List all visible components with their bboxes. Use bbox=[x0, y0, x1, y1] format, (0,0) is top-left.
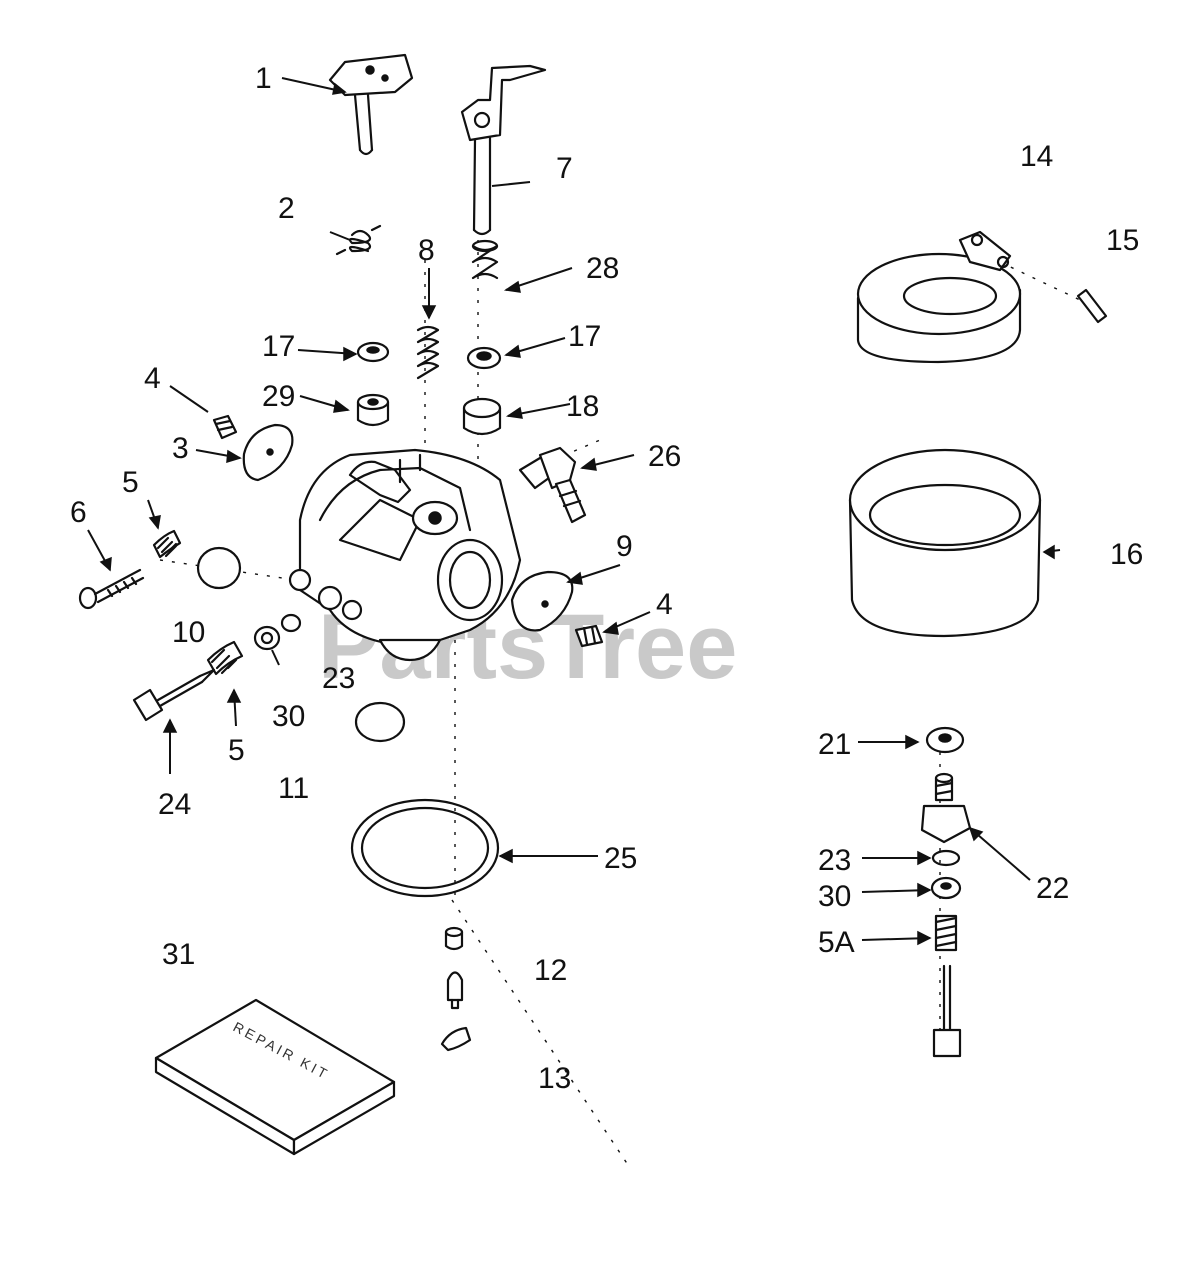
callout-17-right: 17 bbox=[568, 320, 601, 353]
part-repair-kit: REPAIR KIT bbox=[154, 998, 396, 1156]
part-float bbox=[856, 230, 1022, 364]
part-washer-30-right bbox=[930, 876, 962, 900]
part-shaft-seal-left bbox=[356, 341, 390, 363]
part-throttle-shaft bbox=[328, 53, 414, 156]
part-bushing bbox=[356, 393, 390, 427]
callout-14: 14 bbox=[1020, 140, 1053, 173]
callout-10: 10 bbox=[172, 616, 205, 649]
callout-11: 11 bbox=[278, 772, 309, 805]
callout-2: 2 bbox=[278, 192, 295, 225]
callout-9: 9 bbox=[616, 530, 633, 563]
callout-23-right: 23 bbox=[818, 844, 851, 877]
part-throttle-plate bbox=[242, 423, 294, 482]
part-choke-plate bbox=[510, 570, 574, 632]
part-needle-valve bbox=[132, 668, 216, 722]
callout-5-upper: 5 bbox=[122, 466, 139, 499]
part-washer-30 bbox=[253, 625, 281, 651]
callout-6: 6 bbox=[70, 496, 87, 529]
part-adjust-spring-lower bbox=[206, 640, 244, 676]
part-throttle-spring bbox=[335, 224, 382, 256]
part-welch-plug-10 bbox=[196, 546, 242, 590]
callout-8: 8 bbox=[418, 234, 435, 267]
part-needle-clip bbox=[440, 1026, 472, 1052]
part-spring-5a bbox=[934, 914, 958, 952]
callout-28: 28 bbox=[586, 252, 619, 285]
callout-3: 3 bbox=[172, 432, 189, 465]
part-choke-bushing bbox=[462, 397, 502, 436]
part-idle-spring bbox=[416, 325, 440, 380]
callout-1: 1 bbox=[255, 62, 272, 95]
part-plate-screw-top bbox=[212, 414, 238, 440]
part-inlet-needle-seat bbox=[444, 926, 464, 951]
part-float-bowl bbox=[848, 448, 1042, 638]
callout-numbers: 1 2 3 4 4 5 5 5A 6 7 8 9 10 11 12 13 14 … bbox=[70, 62, 1143, 1095]
callout-5-lower: 5 bbox=[228, 734, 245, 767]
callout-23-body: 23 bbox=[322, 662, 355, 695]
part-choke-shaft bbox=[460, 64, 547, 236]
callout-18: 18 bbox=[566, 390, 599, 423]
callout-12: 12 bbox=[534, 954, 567, 987]
callout-25: 25 bbox=[604, 842, 637, 875]
callout-13: 13 bbox=[538, 1062, 571, 1095]
part-shaft-seal-right bbox=[466, 346, 502, 370]
callout-4-lower: 4 bbox=[656, 588, 673, 621]
callout-5a: 5A bbox=[818, 926, 855, 959]
callout-30-body: 30 bbox=[272, 700, 305, 733]
part-nut-21 bbox=[925, 726, 965, 754]
part-bowl-gasket bbox=[350, 798, 500, 898]
callout-21: 21 bbox=[818, 728, 851, 761]
callout-29: 29 bbox=[262, 380, 295, 413]
part-float-pin bbox=[1076, 288, 1108, 324]
part-welch-plug-11 bbox=[354, 701, 406, 743]
callout-31: 31 bbox=[162, 938, 195, 971]
part-carburetor-body bbox=[288, 448, 522, 662]
part-plate-screw-right bbox=[574, 624, 604, 648]
callout-30-right: 30 bbox=[818, 880, 851, 913]
part-choke-spring bbox=[471, 239, 499, 280]
callout-24: 24 bbox=[158, 788, 191, 821]
callout-22: 22 bbox=[1036, 872, 1069, 905]
part-fuel-fitting bbox=[518, 446, 587, 524]
callout-7: 7 bbox=[556, 152, 573, 185]
callout-16: 16 bbox=[1110, 538, 1143, 571]
part-idle-screw bbox=[78, 568, 145, 610]
part-bowl-nut-22 bbox=[920, 772, 972, 844]
callout-17-left: 17 bbox=[262, 330, 295, 363]
callout-26: 26 bbox=[648, 440, 681, 473]
part-o-ring-23-right bbox=[931, 849, 961, 867]
part-o-ring-23 bbox=[280, 613, 302, 633]
callout-15: 15 bbox=[1106, 224, 1139, 257]
part-adjust-spring-upper bbox=[152, 529, 182, 559]
part-inlet-needle bbox=[446, 971, 464, 1010]
part-main-needle bbox=[932, 964, 962, 1058]
callout-4-upper: 4 bbox=[144, 362, 161, 395]
leader-arrowheads bbox=[99, 82, 1055, 946]
